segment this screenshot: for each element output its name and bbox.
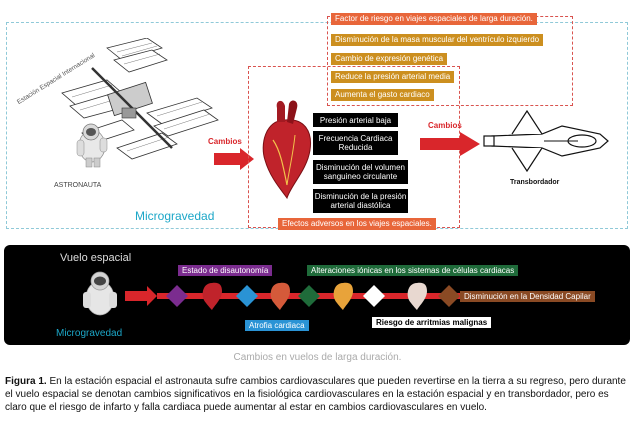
bottom-microgravity-label: Microgravedad [56, 328, 123, 339]
top-microgravity-label: Microgravedad [135, 209, 215, 223]
diamond-green [298, 285, 320, 307]
heart-small-2 [270, 282, 290, 310]
red-arrow-right [420, 132, 480, 156]
effect-text-2: Frecuencia Cardiaca Reducida [318, 134, 393, 152]
shuttle-icon [483, 109, 609, 173]
risk-factor-title: Factor de riesgo en viajes espaciales de… [331, 13, 537, 25]
shuttle-label: Transbordador [510, 179, 560, 186]
adverse-effects-label: Efectos adversos en los viajes espaciale… [278, 218, 436, 230]
timeline [125, 286, 505, 306]
astronaut-icon [76, 123, 108, 168]
red-arrow-left [214, 148, 254, 170]
caption-paragraph: Figura 1. En la estación espacial el ast… [5, 375, 627, 414]
diamond-white [363, 285, 385, 307]
effect-box-4: Disminución de la presión arterial diast… [313, 189, 408, 213]
risk-item-2: Cambio de expresión genética [331, 53, 448, 65]
astronaut-bottom-icon [83, 271, 117, 316]
heart-small-3 [333, 282, 353, 310]
diamond-purple [166, 285, 188, 307]
capillary-label: Disminución en la Densidad Capilar [460, 291, 595, 302]
figure-label: Figura 1. [5, 376, 47, 387]
heart-small-4 [407, 282, 427, 310]
astronaut-label: ASTRONAUTA [54, 182, 102, 189]
caption-text: En la estación espacial el astronauta su… [5, 376, 626, 413]
heart-small-1 [202, 282, 222, 310]
diamond-blue [236, 285, 258, 307]
risk-item-4: Aumenta el gasto cardiaco [331, 89, 434, 101]
risk-item-3: Reduce la presión arterial media [331, 71, 455, 83]
effect-box-3: Disminución del volumen sanguineo circul… [313, 160, 408, 184]
figure-subtitle: Cambios en vuelos de larga duración. [233, 352, 402, 363]
changes-left-label: Cambios [208, 137, 242, 146]
space-station-illustration [61, 38, 219, 160]
arrhythmia-label: Riesgo de arritmias malignas [372, 317, 492, 328]
effect-text-1: Presión arterial baja [319, 115, 392, 125]
atrophy-label: Atrofia cardiaca [245, 320, 309, 331]
diamond-brown [438, 285, 460, 307]
dysautonomia-label: Estado de disautonomía [178, 265, 273, 276]
risk-item-1: Disminución de la masa muscular del vent… [331, 34, 544, 46]
effect-text-4: Disminución de la presión arterial diast… [314, 192, 407, 210]
heart-icon [262, 100, 312, 200]
effect-box-2: Frecuencia Cardiaca Reducida [313, 131, 398, 155]
changes-right-label: Cambios [428, 121, 462, 130]
effect-text-3: Disminución del volumen sanguineo circul… [316, 163, 405, 181]
bottom-title: Vuelo espacial [60, 252, 132, 264]
ionic-label: Alteraciones iónicas en los sistemas de … [307, 265, 519, 276]
effect-box-1: Presión arterial baja [313, 113, 398, 127]
